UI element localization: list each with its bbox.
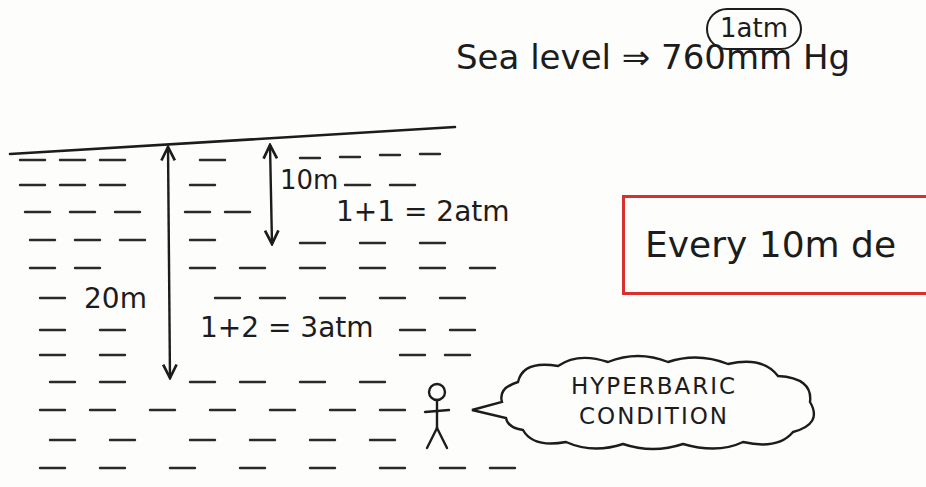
pressure-label: 1+1 = 2atm bbox=[336, 196, 510, 228]
rule-box: Every 10m de bbox=[622, 195, 926, 295]
node-text: HYPERBARIC CONDITION bbox=[547, 372, 762, 432]
node-text: Every 10m de bbox=[645, 224, 896, 265]
sea-level-label: Sea level ⇒ 760mm Hg bbox=[456, 38, 850, 77]
condition-cloud: HYPERBARIC CONDITION bbox=[478, 352, 830, 452]
sea-level-line bbox=[10, 127, 455, 154]
depth-label: 10m bbox=[280, 166, 338, 196]
cloud-outline bbox=[478, 352, 830, 452]
depth-label: 20m bbox=[84, 283, 147, 315]
diver-figure bbox=[425, 384, 449, 448]
depth-arrow-10m bbox=[270, 145, 272, 244]
water-dashes bbox=[20, 154, 515, 468]
pressure-label: 1+2 = 3atm bbox=[200, 312, 374, 344]
depth-arrow-20m bbox=[168, 147, 170, 378]
